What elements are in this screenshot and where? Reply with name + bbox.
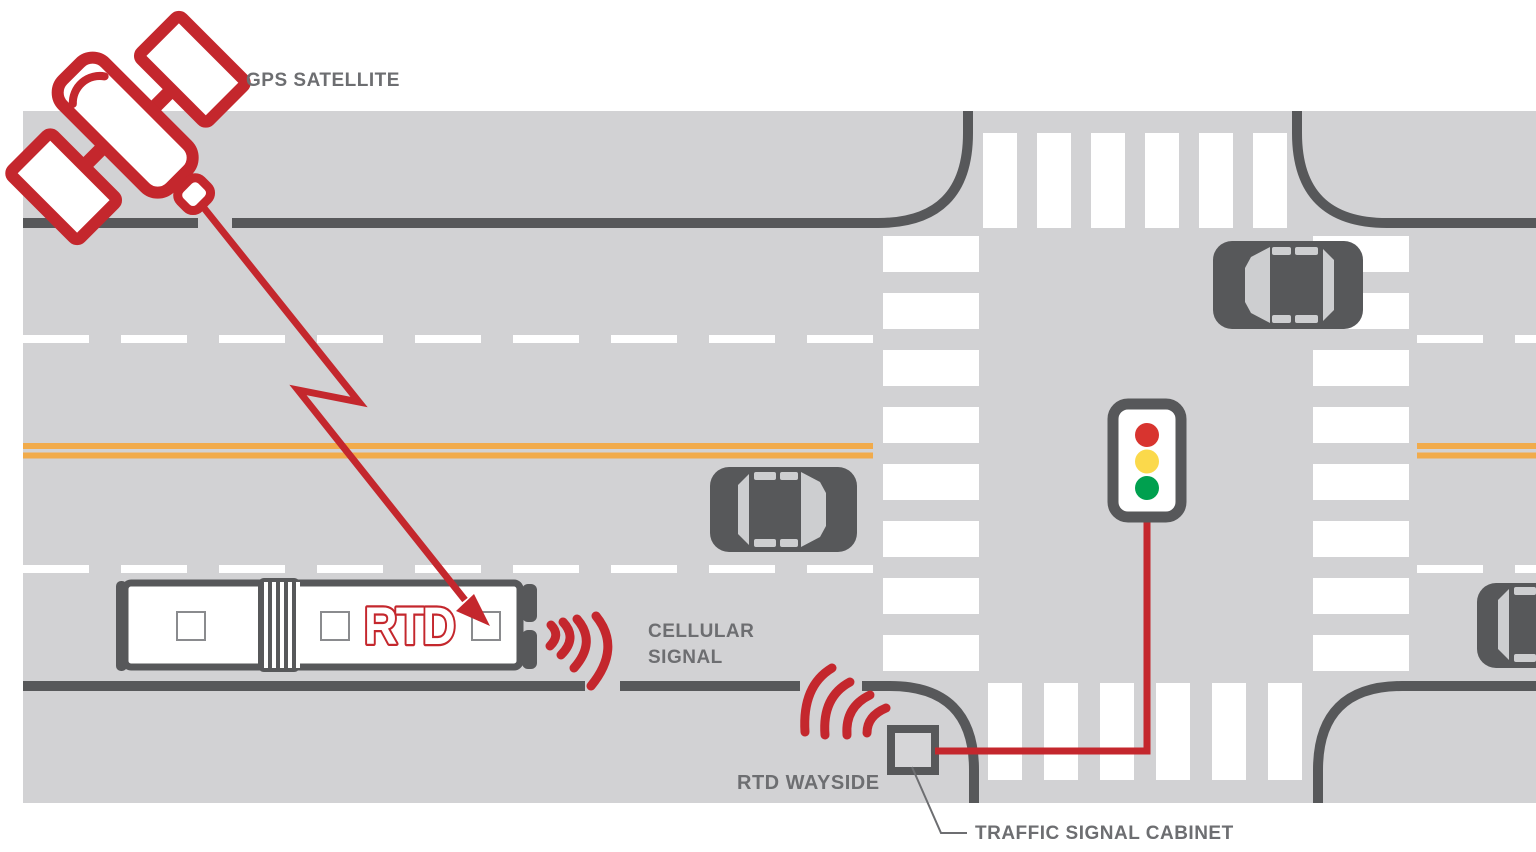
road-edge-bottom-left xyxy=(23,681,979,803)
double-yellow-center-line xyxy=(23,443,1536,459)
label-gps-satellite: GPS SATELLITE xyxy=(246,70,400,91)
road-edge-lines xyxy=(23,111,1536,803)
signal-connection-line xyxy=(935,517,1151,755)
gps-beam-arrow xyxy=(201,205,490,626)
label-cellular-line2: SIGNAL xyxy=(648,647,723,668)
satellite-body xyxy=(51,51,199,199)
car-middle xyxy=(710,467,857,552)
crosswalk-west xyxy=(883,236,979,671)
crosswalk-north xyxy=(983,133,1287,228)
traffic-light-red xyxy=(1135,423,1159,447)
label-rtd-wayside: RTD WAYSIDE xyxy=(737,772,880,794)
articulated-bus: RTD xyxy=(116,578,537,672)
satellite-solar-panel-upper xyxy=(133,10,251,128)
label-traffic-signal-cabinet: TRAFFIC SIGNAL CABINET xyxy=(975,823,1234,844)
lane-divider-upper xyxy=(23,335,1536,343)
road-edge-top-right xyxy=(1292,111,1536,228)
lane-divider-lower xyxy=(23,565,1536,573)
arrowhead xyxy=(456,594,490,626)
label-cellular-signal: CELLULAR SIGNAL xyxy=(648,619,754,671)
crosswalk-south xyxy=(988,683,1302,780)
satellite-antenna xyxy=(173,173,216,216)
traffic-light-icon xyxy=(1107,398,1187,523)
label-cellular-line1: CELLULAR xyxy=(648,621,755,642)
bus-roof-hatches xyxy=(176,611,501,641)
cellular-signal-arcs xyxy=(545,611,613,691)
rtd-wayside-box xyxy=(887,725,939,775)
traffic-signal-cabinet-leader xyxy=(911,766,967,834)
bus-rtd-logo: RTD xyxy=(364,597,455,656)
bus-front-bumper-bottom xyxy=(522,630,537,669)
satellite-solar-panel-lower xyxy=(5,128,123,246)
road-edge-bottom-right xyxy=(1313,681,1536,803)
wayside-signal-arcs xyxy=(800,663,891,740)
car-top xyxy=(1213,241,1363,329)
traffic-light-green xyxy=(1135,476,1159,500)
gps-satellite-icon xyxy=(5,10,251,246)
bus-front-bumper-top xyxy=(522,584,537,622)
traffic-light-yellow xyxy=(1135,449,1159,474)
car-right-edge xyxy=(1477,583,1536,668)
